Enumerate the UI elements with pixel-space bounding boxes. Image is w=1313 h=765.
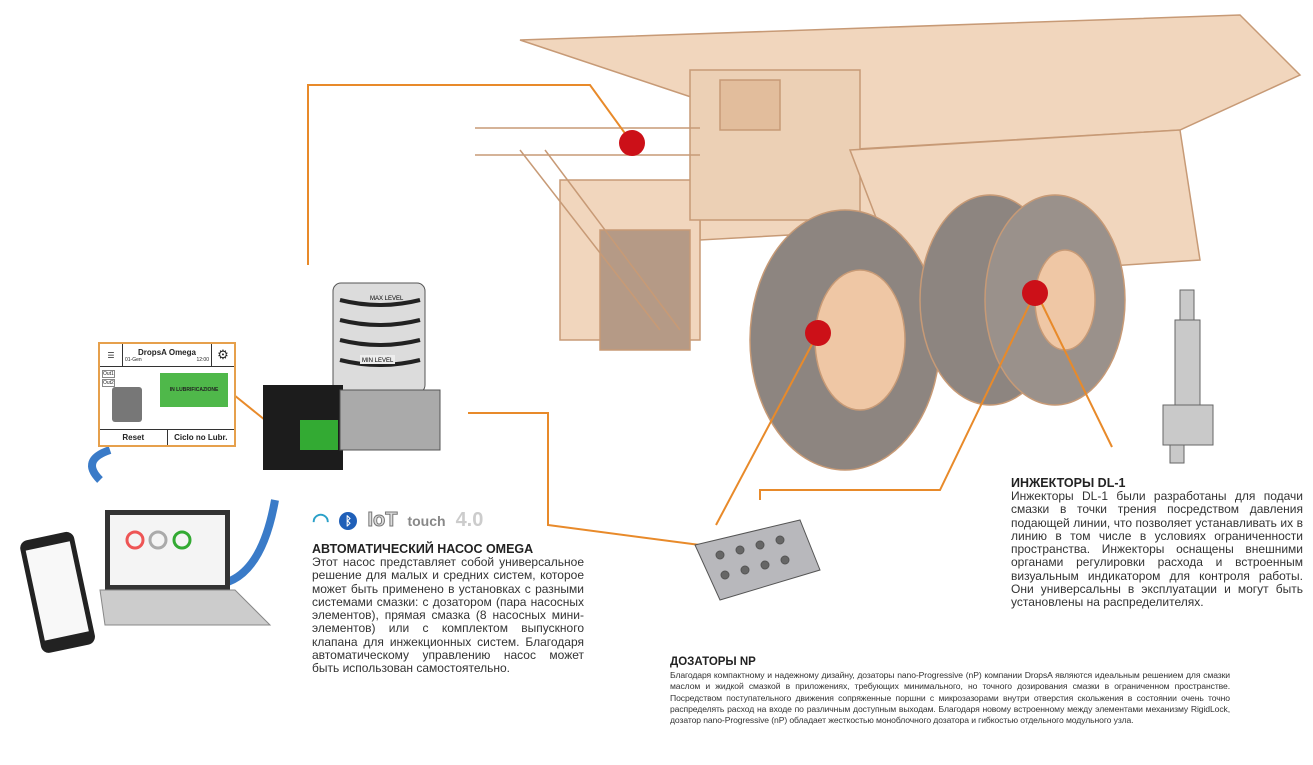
np-text: Благодаря компактному и надежному дизайн… (670, 670, 1230, 726)
feature-badges: ◠ ᛒ IoT touch 4.0 (312, 508, 483, 533)
screen-date: 01-Gen (125, 356, 142, 363)
mining-truck-illustration (475, 14, 1302, 471)
dl1-title: ИНЖЕКТОРЫ DL-1 (1011, 476, 1126, 490)
marker-np (805, 320, 831, 346)
min-level-label (360, 355, 395, 364)
max-level: MAX LEVEL (370, 296, 404, 302)
np-doser-illustration (694, 519, 821, 601)
omega-pump-illustration (263, 282, 441, 470)
out2-label: Out2 (102, 379, 115, 387)
cycle-no-lubr-button[interactable]: Ciclo no Lubr. (174, 433, 228, 442)
iot-badge: IoT (367, 509, 398, 532)
gear-icon[interactable]: ⚙ (217, 347, 229, 362)
touch-badge: touch (407, 512, 446, 529)
callout-lines (233, 84, 1113, 546)
reset-button[interactable]: Reset (100, 430, 168, 445)
screen-title: DropsA Omega (138, 347, 196, 357)
np-title: ДОЗАТОРЫ NP (670, 656, 756, 668)
screen-time: 12:00 (196, 356, 209, 363)
omega-text: Этот насос представляет собой универсаль… (312, 555, 584, 676)
omega-section: АВТОМАТИЧЕСКИЙ НАСОС OMEGA Этот насос пр… (312, 542, 584, 676)
marker-omega (619, 130, 645, 156)
marker-dl1 (1022, 280, 1048, 306)
touchscreen-display: ☰ DropsA Omega 01-Gen 12:00 ⚙ Out1 Out2 … (98, 342, 236, 447)
out1-label: Out1 (102, 370, 115, 378)
wifi-icon: ◠ (312, 510, 330, 532)
menu-icon[interactable]: ☰ (100, 344, 123, 366)
dl1-injector-illustration (1162, 289, 1214, 464)
lubrication-points (619, 130, 1048, 346)
status-panel: IN LUBRIFICAZIONE (160, 373, 228, 407)
np-section: ДОЗАТОРЫ NP Благодаря компактному и наде… (670, 656, 1230, 726)
version-badge: 4.0 (455, 509, 484, 531)
bluetooth-icon: ᛒ (339, 511, 358, 530)
laptop-phone-illustration (20, 446, 279, 653)
omega-title: АВТОМАТИЧЕСКИЙ НАСОС OMEGA (312, 542, 534, 556)
pump-icon (112, 387, 142, 422)
min-level: MIN LEVEL (362, 358, 394, 364)
dl1-text: Инжекторы DL-1 были разработаны для пода… (1011, 489, 1303, 610)
dl1-section: ИНЖЕКТОРЫ DL-1 Инжекторы DL-1 были разра… (1011, 476, 1303, 610)
